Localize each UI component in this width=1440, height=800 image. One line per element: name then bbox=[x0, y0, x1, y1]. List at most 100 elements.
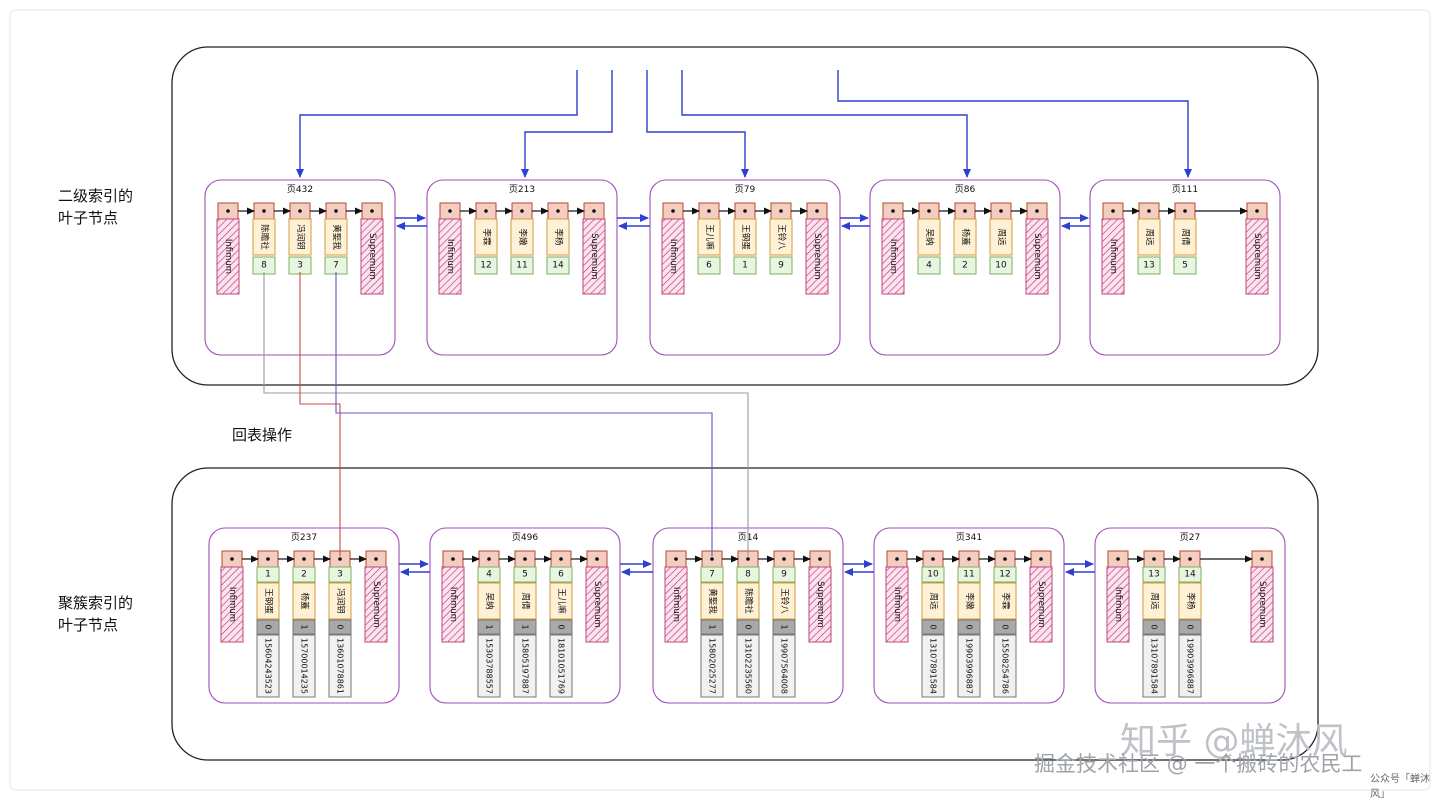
parent-pointer-arrow-1 bbox=[521, 70, 613, 178]
clustered-page-2-supremum-label: Supremum bbox=[815, 581, 825, 628]
secondary-page-2-record-2-id-cell bbox=[769, 256, 793, 275]
clustered-page-4-supremum-label: Supremum bbox=[1257, 581, 1267, 628]
clustered-page-4-record-0-id-cell bbox=[1142, 566, 1166, 583]
clustered-page-2-record-2-id-cell bbox=[772, 566, 796, 583]
clustered-page-0-record-pointer-1-dot bbox=[302, 557, 306, 561]
secondary-page-1-record-2-id: 14 bbox=[552, 261, 564, 271]
clustered-page-2-record-1-phone: 13102235560 bbox=[744, 638, 753, 694]
secondary-page-1-infimum-pointer-dot bbox=[448, 209, 452, 213]
clustered-page-1-record-1-id-cell bbox=[513, 566, 537, 583]
clustered-page-0-record-1-id-cell bbox=[292, 566, 316, 583]
secondary-page-4-record-0-name: 周远 bbox=[1144, 228, 1154, 246]
secondary-page-0-record-pointer-1-dot bbox=[298, 209, 302, 213]
clustered-page-4-record-1-name-cell bbox=[1178, 582, 1202, 620]
clustered-page-4-record-0-phone-cell bbox=[1142, 634, 1166, 698]
secondary-page-4-infimum-pointer-dot bbox=[1111, 209, 1115, 213]
clustered-page-4 bbox=[1094, 527, 1286, 704]
clustered-page-1-record-0-name-cell bbox=[477, 582, 501, 620]
zhihu-watermark: 知乎 @蝉沐风 bbox=[1120, 721, 1348, 762]
secondary-page-3-record-2-id: 10 bbox=[995, 261, 1007, 271]
clustered-page-3-record-2-name: 李霖 bbox=[1000, 592, 1011, 610]
clustered-page-3-record-2-name-cell bbox=[993, 582, 1017, 620]
outer-frame bbox=[9, 9, 1431, 791]
secondary-page-3-supremum bbox=[1025, 218, 1049, 295]
clustered-page-0-record-2-phone-cell bbox=[328, 634, 352, 698]
clustered-page-4-record-1-id: 14 bbox=[1184, 570, 1196, 580]
clustered-page-1-record-0-flag-cell bbox=[477, 619, 501, 635]
secondary-page-0-record-2-id: 7 bbox=[333, 261, 339, 271]
clustered-page-3-record-1-flag-cell bbox=[957, 619, 981, 635]
clustered-page-2-record-0-name-cell bbox=[700, 582, 724, 620]
clustered-page-0-record-2-id: 3 bbox=[337, 570, 343, 580]
clustered-page-2-record-pointer-2-dot bbox=[782, 557, 786, 561]
secondary-page-1-supremum-label: Supremum bbox=[589, 233, 599, 280]
clustered-page-2-record-1-flag-cell bbox=[736, 619, 760, 635]
clustered-page-2-supremum bbox=[808, 566, 832, 643]
secondary-page-2-infimum bbox=[661, 218, 685, 295]
clustered-page-3-record-1-id: 11 bbox=[963, 570, 974, 580]
clustered-page-1-infimum-label: Infimum bbox=[448, 587, 458, 622]
secondary-page-0-supremum-label: Supremum bbox=[367, 233, 377, 280]
clustered-page-0-record-0-id: 1 bbox=[265, 570, 271, 580]
secondary-page-4-record-0-name-cell bbox=[1137, 218, 1161, 256]
secondary-page-1-record-0-name-cell bbox=[474, 218, 498, 256]
clustered-page-1 bbox=[429, 527, 621, 704]
secondary-page-4-record-1-id: 5 bbox=[1182, 261, 1188, 271]
clustered-page-2-record-1-phone-cell bbox=[736, 634, 760, 698]
secondary-index-container bbox=[171, 46, 1319, 386]
secondary-page-1-title: 页213 bbox=[509, 184, 535, 195]
secondary-page-1-record-1-name: 李嫩 bbox=[517, 228, 528, 246]
clustered-page-0-record-0-flag: 0 bbox=[264, 624, 273, 629]
secondary-page-1-supremum-pointer-dot bbox=[592, 209, 596, 213]
secondary-page-0-record-1-name: 冯润钥 bbox=[295, 224, 306, 250]
clustered-page-3-record-pointer-2-dot bbox=[1003, 557, 1007, 561]
clustered-page-0-supremum-pointer-dot bbox=[374, 557, 378, 561]
secondary-page-3 bbox=[869, 179, 1061, 356]
wechat-watermark: 公众号「蝉沐风」 bbox=[1370, 774, 1430, 800]
clustered-page-1-record-pointer-0-dot bbox=[487, 557, 491, 561]
clustered-page-2-record-2-phone-cell bbox=[772, 634, 796, 698]
clustered-page-3 bbox=[873, 527, 1065, 704]
juejin-watermark: 掘金技术社区 @ 一个搬砖的农民工 bbox=[1034, 752, 1363, 776]
clustered-page-4-infimum-label: Infimum bbox=[1113, 587, 1123, 622]
clustered-page-0-record-1-name-cell bbox=[292, 582, 316, 620]
clustered-page-1-record-2-id: 6 bbox=[558, 570, 564, 580]
clustered-index-container bbox=[171, 467, 1319, 761]
secondary-page-1-record-1-id: 11 bbox=[516, 261, 527, 271]
clustered-page-2-record-0-id-cell bbox=[700, 566, 724, 583]
clustered-page-3-supremum-label: Supremum bbox=[1036, 581, 1046, 628]
clustered-page-3-record-pointer-0-dot bbox=[931, 557, 935, 561]
clustered-page-3-infimum-label: Infimum bbox=[892, 587, 902, 622]
clustered-page-2-record-0-flag-cell bbox=[700, 619, 724, 635]
secondary-page-3-infimum-pointer-dot bbox=[891, 209, 895, 213]
secondary-page-4-record-0-id: 13 bbox=[1143, 261, 1154, 271]
clustered-page-3-infimum-pointer-dot bbox=[895, 557, 899, 561]
clustered-page-2-record-pointer-1-dot bbox=[746, 557, 750, 561]
clustered-page-3-record-2-flag: 0 bbox=[1001, 624, 1010, 629]
clustered-page-2-record-1-name-cell bbox=[736, 582, 760, 620]
secondary-page-4-record-1-name-cell bbox=[1173, 218, 1197, 256]
clustered-page-0-record-0-phone-cell bbox=[256, 634, 280, 698]
clustered-page-0-infimum-pointer-dot bbox=[230, 557, 234, 561]
secondary-page-2-title: 页79 bbox=[735, 184, 756, 195]
clustered-page-1-record-pointer-2-dot bbox=[559, 557, 563, 561]
clustered-page-4-title: 页27 bbox=[1180, 532, 1200, 543]
secondary-page-3-title: 页86 bbox=[955, 184, 976, 195]
clustered-page-4-infimum bbox=[1106, 566, 1130, 643]
clustered-page-0-record-1-id: 2 bbox=[301, 570, 307, 580]
clustered-page-0-supremum bbox=[364, 566, 388, 643]
secondary-page-2-infimum-label: Infimum bbox=[668, 239, 678, 274]
lookup-line-id7 bbox=[335, 272, 713, 556]
clustered-page-0-record-pointer-2-dot bbox=[338, 557, 342, 561]
clustered-index-label: 聚簇索引的 叶子节点 bbox=[58, 592, 133, 636]
clustered-page-1-record-2-phone-cell bbox=[549, 634, 573, 698]
secondary-page-0-supremum-pointer-dot bbox=[370, 209, 374, 213]
secondary-page-3-record-2-name: 周远 bbox=[996, 228, 1006, 246]
clustered-page-2-infimum-pointer-dot bbox=[674, 557, 678, 561]
clustered-page-3-supremum bbox=[1029, 566, 1053, 643]
clustered-page-1-record-1-flag-cell bbox=[513, 619, 537, 635]
secondary-page-2-record-1-name-cell bbox=[733, 218, 757, 256]
clustered-page-1-record-1-phone: 15805197887 bbox=[521, 638, 530, 694]
secondary-page-4-record-pointer-1-dot bbox=[1183, 209, 1187, 213]
clustered-page-1-record-0-phone: 15303788557 bbox=[485, 638, 494, 694]
